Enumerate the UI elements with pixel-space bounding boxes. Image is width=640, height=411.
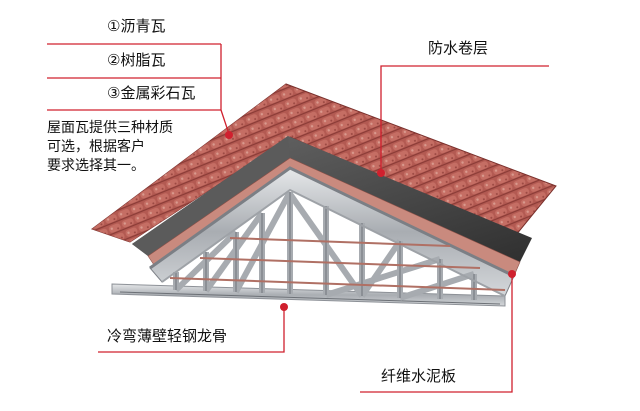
steel-truss-frame [111, 166, 515, 307]
leader-dots [225, 131, 516, 311]
waterproof-layer-label: 防水卷层 [428, 39, 489, 57]
roof-tile-note-line: 要求选择其一。 [47, 158, 145, 174]
roof-tile-note: 屋面瓦提供三种材质 可选，根据客户 要求选择其一。 [47, 119, 173, 176]
tile-option-resin: ②树脂瓦 [107, 51, 166, 69]
leader-line-waterproof [380, 65, 549, 172]
roof-tile-note-line: 可选，根据客户 [47, 139, 145, 155]
roof-tile-note-line: 屋面瓦提供三种材质 [47, 120, 173, 136]
leader-line-board [360, 274, 513, 393]
tile-option-metal-stone: ③金属彩石瓦 [107, 84, 196, 102]
dot-waterproof [377, 169, 385, 177]
leader-lines [47, 43, 549, 393]
steel-frame-label: 冷弯薄壁轻钢龙骨 [107, 327, 228, 345]
dot-board [508, 270, 516, 278]
fiber-cement-board-label: 纤维水泥板 [381, 367, 457, 385]
dot-frame [280, 303, 288, 311]
membrane-left-slope [132, 136, 290, 256]
tile-option-asphalt: ①沥青瓦 [107, 17, 166, 35]
dot-tiles [225, 131, 233, 139]
leader-line-frame [98, 307, 285, 353]
tile-roof-left-slope [92, 84, 290, 242]
leader-line-tiles [47, 43, 230, 135]
